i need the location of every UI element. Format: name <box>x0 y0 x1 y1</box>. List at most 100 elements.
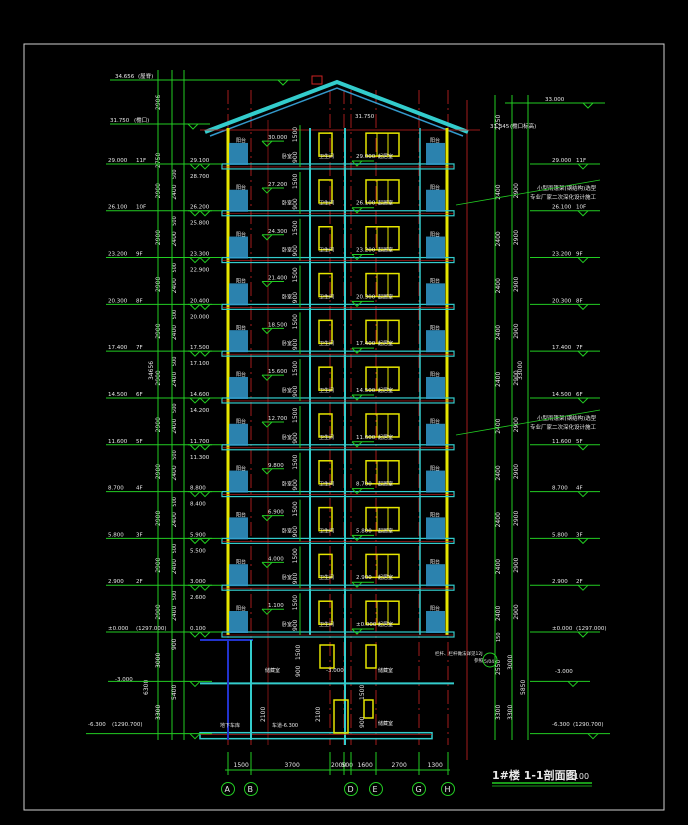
story-label-right: 2F <box>576 579 583 585</box>
living-room-label: 起居室 <box>378 434 393 441</box>
room-elevation-mark-triangle <box>261 281 273 288</box>
story-dim-right: 2900 <box>513 277 520 292</box>
ridge-level-triangle <box>277 79 289 86</box>
balcony-railing-left <box>229 142 248 165</box>
basement-dim-900: 900 <box>171 638 178 650</box>
story-label-left: (1297.000) <box>136 626 167 632</box>
roof-chimney <box>311 75 323 85</box>
room-elevation-mark-triangle <box>261 234 273 241</box>
upper-dim-right: 2400 <box>495 559 502 574</box>
bedroom-label: 卧室 <box>282 621 292 628</box>
window-bathroom <box>318 600 333 625</box>
inner-elevation-mark-triangle <box>199 491 211 498</box>
upper-dim-left: 2400 <box>171 559 178 574</box>
door-dim: 2100 <box>315 707 322 722</box>
floor-elevation-right: ±0.000 <box>552 626 573 632</box>
floor-slab <box>221 350 455 357</box>
axis-dim-text: 1500 <box>234 762 249 769</box>
balcony-railing-right <box>426 423 445 446</box>
canopy-note: 专业厂家二次深化设计施工 <box>530 193 597 201</box>
kitchen-elevation: 29.000 <box>356 154 376 160</box>
railing-note: 栏杆、栏杆做法详见12J <box>435 650 483 657</box>
window-living <box>365 600 400 625</box>
axis-label: H <box>445 785 451 794</box>
bedroom-label: 卧室 <box>282 340 292 347</box>
window-living <box>365 413 400 438</box>
inner-elevation: 26.200 <box>190 205 210 211</box>
balcony-label: 阳台 <box>236 184 246 191</box>
bathroom-label: 卫生间 <box>319 153 334 160</box>
floor-elevation-left: 23.200 <box>108 252 128 258</box>
story-label-left: 9F <box>136 252 143 258</box>
room-elevation-mark-triangle <box>261 187 273 194</box>
scale-text: 1:100 <box>566 772 589 781</box>
living-room-label: 起居室 <box>378 481 393 488</box>
floor-elevation-right: 17.400 <box>552 345 572 351</box>
balcony-railing-left <box>229 611 248 633</box>
basement-dim-150: 150 <box>496 632 502 642</box>
room-elevation: 12.700 <box>268 416 288 422</box>
balcony-railing-right <box>426 283 445 306</box>
story-label-left: 10F <box>136 205 146 211</box>
eave-elevation: 31.750 <box>110 118 130 124</box>
basement2-level-left-triangle <box>189 733 201 740</box>
kitchen-elevation-mark-triangle <box>351 394 363 401</box>
eave-note-right: (檐口标高) <box>510 122 536 130</box>
floor-elevation-left: 26.100 <box>108 205 128 211</box>
axis-label: E <box>373 785 378 794</box>
upper-dim-right: 2400 <box>495 231 502 246</box>
living-room-label: 起居室 <box>378 293 393 300</box>
total-dim-left: 34656 <box>148 361 155 380</box>
window-height-text: 1500 <box>292 267 299 282</box>
bedroom-label: 卧室 <box>282 247 292 254</box>
floor-level-right-triangle <box>577 491 589 498</box>
story-dim-right: 2900 <box>513 464 520 479</box>
balcony-label: 阳台 <box>236 278 246 285</box>
inner-elevation: 20.400 <box>190 298 210 304</box>
kitchen-elevation-mark-triangle <box>351 207 363 214</box>
inner-elevation: 25.800 <box>190 221 210 227</box>
balcony-railing-left <box>229 376 248 399</box>
basement-inner-elevation: -3.000 <box>326 668 344 674</box>
bathroom-label: 卫生间 <box>319 621 334 628</box>
window-height-text: 1500 <box>292 361 299 376</box>
upper-dim-left: 2400 <box>171 606 178 621</box>
canopy-note: 小型雨篷架(钢结构)选型 <box>537 184 597 192</box>
beam-dim-left: 500 <box>172 544 178 554</box>
upper-dim-left: 2400 <box>171 418 178 433</box>
floor-elevation-right: 23.200 <box>552 252 572 258</box>
axis-dim-text: 3700 <box>285 762 300 769</box>
room-elevation: 18.500 <box>268 322 288 328</box>
floor-slab <box>221 303 455 310</box>
bedroom-label: 卧室 <box>282 481 292 488</box>
window-bathroom <box>318 460 333 485</box>
kitchen-elevation: 11.600 <box>356 435 376 441</box>
bathroom-label: 卫生间 <box>319 574 334 581</box>
room-elevation-mark-triangle <box>261 421 273 428</box>
floor-level-right-triangle <box>577 257 589 264</box>
inner-elevation-mark-triangle <box>199 397 211 404</box>
story-label-left: 2F <box>136 579 143 585</box>
room-elevation: 6.900 <box>268 510 284 516</box>
inner-elevation: 17.500 <box>190 345 210 351</box>
balcony-label: 阳台 <box>430 465 440 472</box>
story-label-right: 5F <box>576 439 583 445</box>
kitchen-elevation-mark-triangle <box>351 581 363 588</box>
ridge-note: (屋脊) <box>138 72 153 80</box>
floor-level-left-triangle <box>189 163 201 170</box>
floor-level-right-triangle <box>577 444 589 451</box>
bathroom-label: 卫生间 <box>319 200 334 207</box>
basement-dim-6300: 6300 <box>143 680 150 695</box>
roof-slab <box>204 79 469 134</box>
story-label-left: 11F <box>136 158 146 164</box>
bathroom-label: 卫生间 <box>319 247 334 254</box>
sill-height-text: 900 <box>292 479 299 491</box>
balcony-label: 阳台 <box>430 231 440 238</box>
floor-level-left-triangle <box>189 304 201 311</box>
story-label-left: 3F <box>136 532 143 538</box>
floor-slab <box>221 490 455 498</box>
kitchen-elevation: 20.300 <box>356 294 376 300</box>
story-label-right: 4F <box>576 486 583 492</box>
balcony-label: 阳台 <box>430 558 440 565</box>
